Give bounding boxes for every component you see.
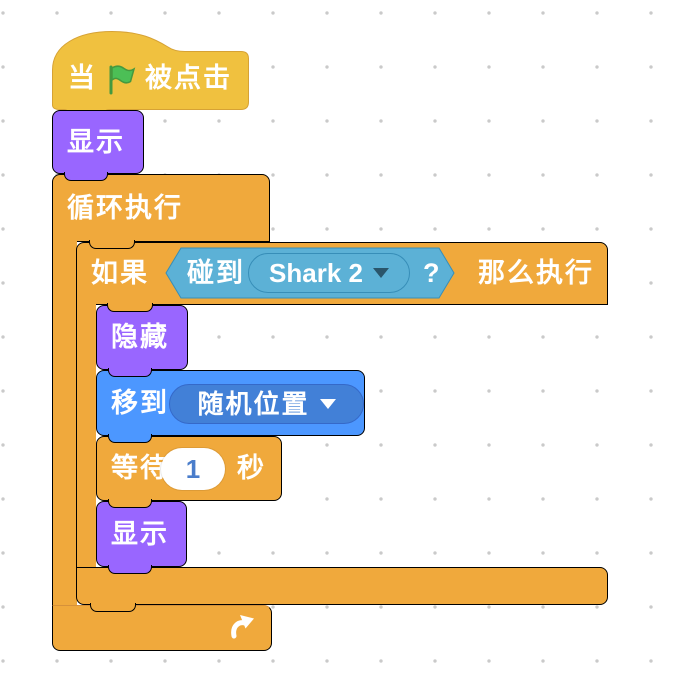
show-1-label: 显示 xyxy=(67,126,125,157)
go-to-target-dropdown[interactable]: 随机位置 xyxy=(169,384,364,424)
loop-arrow-icon xyxy=(231,615,254,639)
block-forever-spine[interactable] xyxy=(52,241,77,607)
forever-label: 循环执行 xyxy=(67,192,183,223)
block-forever-bottom[interactable] xyxy=(52,605,272,651)
if-label: 如果 xyxy=(91,258,149,288)
block-if-spine[interactable] xyxy=(76,304,96,568)
block-touching-condition[interactable]: 碰到 Shark 2 ? xyxy=(165,247,455,299)
block-forever-top[interactable]: 循环执行 xyxy=(52,174,270,249)
wait-bottom-tab xyxy=(108,499,152,508)
when-flag-label-before: 当 xyxy=(68,63,97,93)
block-go-to[interactable]: 移到 随机位置 xyxy=(96,370,365,443)
block-when-flag-clicked[interactable]: 当 被点击 xyxy=(52,30,249,120)
show-2-bottom-tab xyxy=(108,565,152,574)
touching-question-mark: ? xyxy=(423,257,440,288)
hide-label: 隐藏 xyxy=(111,322,169,352)
wait-duration-input[interactable]: 1 xyxy=(161,448,225,490)
if-mouth-tab xyxy=(107,303,153,312)
show-1-bottom-tab xyxy=(64,172,108,181)
block-hide[interactable]: 隐藏 xyxy=(96,305,188,377)
if-bottom-tab xyxy=(90,603,136,612)
forever-mouth-tab xyxy=(89,240,135,249)
go-to-bottom-tab xyxy=(108,434,152,443)
show-2-label: 显示 xyxy=(111,518,169,549)
block-show-1[interactable]: 显示 xyxy=(52,110,144,181)
dropdown-caret-icon xyxy=(372,268,389,278)
when-flag-label-after: 被点击 xyxy=(145,63,232,93)
wait-label-before: 等待 xyxy=(111,453,169,483)
green-flag-icon xyxy=(109,64,136,94)
touching-target-dropdown[interactable]: Shark 2 xyxy=(248,253,410,293)
touching-target-value: Shark 2 xyxy=(269,258,363,288)
go-to-target-value: 随机位置 xyxy=(197,389,310,419)
hide-bottom-tab xyxy=(108,368,152,377)
then-label: 那么执行 xyxy=(478,258,594,288)
dropdown-caret-icon xyxy=(319,399,336,409)
block-show-2[interactable]: 显示 xyxy=(96,501,187,574)
block-wait[interactable]: 等待 1 秒 xyxy=(96,436,282,508)
touching-label: 碰到 xyxy=(187,257,245,288)
go-to-label: 移到 xyxy=(111,387,169,418)
block-if-then-bottom[interactable] xyxy=(76,567,608,612)
wait-label-after: 秒 xyxy=(237,453,266,483)
